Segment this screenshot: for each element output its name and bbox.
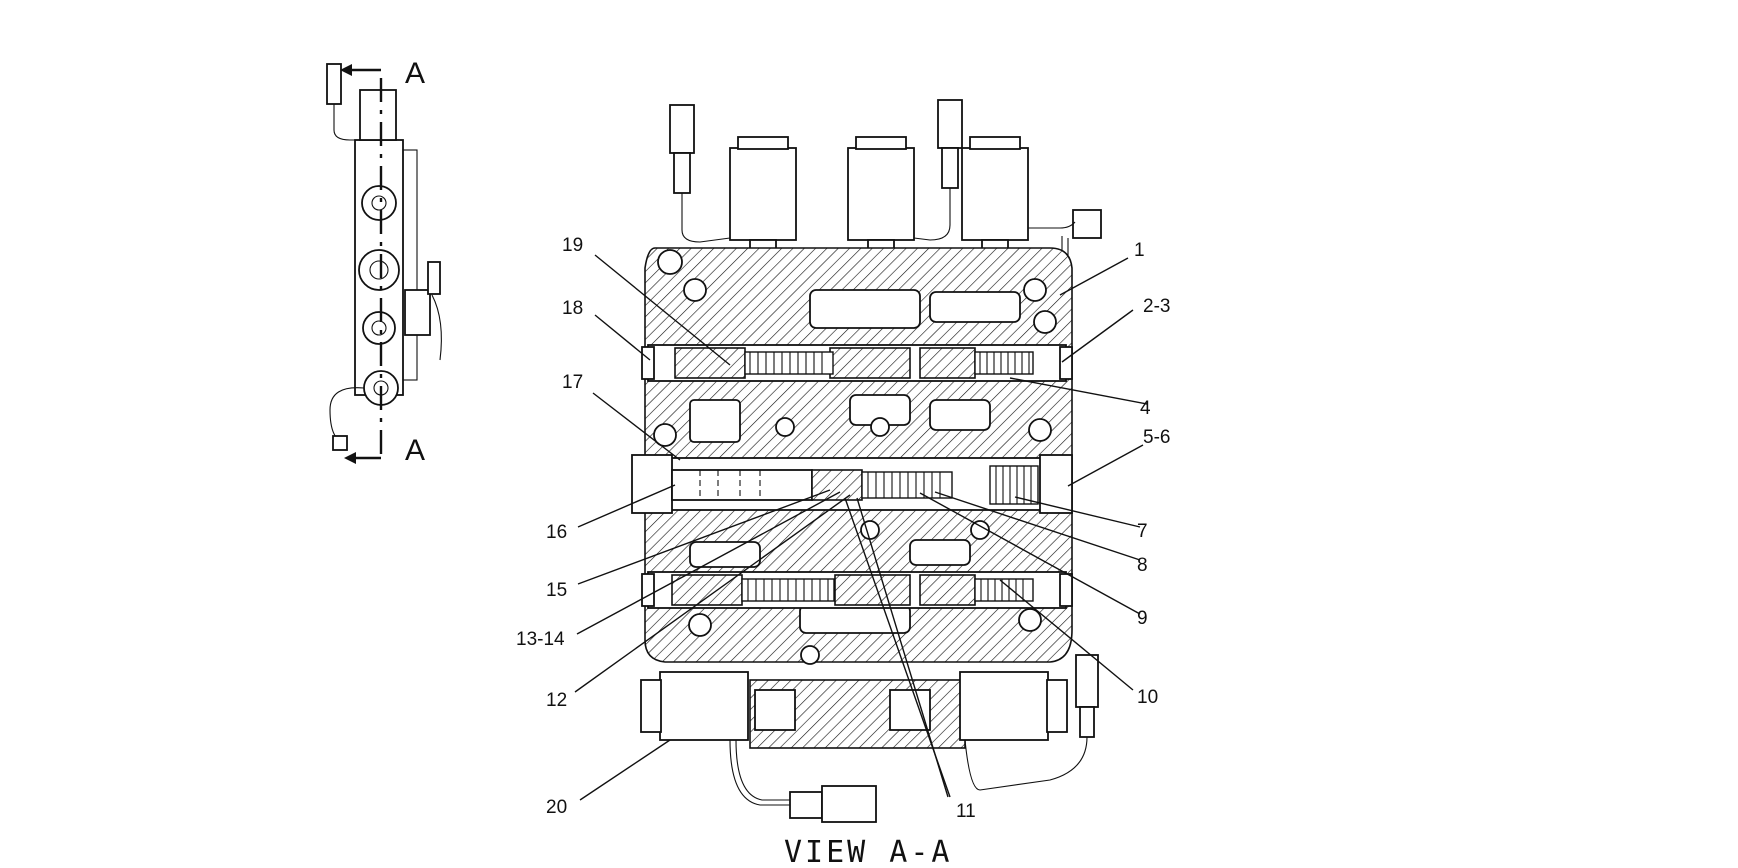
section-mark-top: A [405,57,425,90]
leader-17 [592,392,681,461]
leader-18 [594,314,651,361]
leader-7 [1014,496,1141,528]
leader-15 [577,489,831,585]
side-view-port-3 [362,311,396,345]
callout-11: 11 [956,801,976,822]
middle-spool [811,469,863,501]
leader-11b [856,497,949,798]
side-view-side-connector [427,261,441,295]
top-connector-left [669,104,695,154]
section-arrow-bottom [344,452,356,464]
side-view-port-1 [361,185,397,221]
leader-13-14 [576,491,841,635]
leader-5-6 [1067,444,1144,487]
callout-2-3: 2-3 [1143,296,1170,317]
callout-17: 17 [562,372,583,393]
callout-9: 9 [1137,608,1148,629]
bottom-connector-left [789,791,823,819]
upper-plug-right [1059,346,1073,380]
top-connector-right [1072,209,1102,239]
middle-spring-right [989,465,1039,505]
bottom-solenoids [640,654,1099,823]
side-view-top-wire [333,104,360,141]
callout-13-14: 13-14 [516,629,565,650]
side-view-port-2 [358,249,400,291]
leader-10 [999,579,1134,691]
callout-12: 12 [546,690,567,711]
callout-8: 8 [1137,555,1148,576]
leader-9 [919,492,1141,615]
leader-8 [934,491,1141,561]
callout-10: 10 [1137,687,1158,708]
leader-12 [574,494,851,693]
callout-18: 18 [562,298,583,319]
callout-19: 19 [562,235,583,256]
section-arrow-top [340,64,352,76]
callout-1: 1 [1134,240,1145,261]
callout-20: 20 [546,797,567,818]
side-view-bottom-connector [332,435,348,451]
bottom-solenoid-left [659,671,749,741]
side-view-top-connector [326,63,342,105]
side-view-bottom-wire [329,387,365,444]
middle-end-cap-left [631,454,673,514]
upper-spool-bore [641,344,1073,382]
middle-spool-bore [631,454,1073,514]
internal-passages [653,249,1057,665]
callout-4: 4 [1140,398,1151,419]
leader-16 [577,484,676,528]
side-view: A A [326,57,442,467]
middle-piston [671,469,813,501]
leader-lines [574,254,1148,801]
view-title: VIEW A-A [784,835,953,863]
leader-20 [579,739,671,801]
top-connector-middle [937,99,963,149]
side-view-rib [402,149,418,381]
upper-spring-right [974,351,1034,375]
top-solenoid-1 [729,147,797,241]
top-solenoid-2 [847,147,915,241]
leader-4 [1009,377,1148,405]
side-view-side-solenoid [404,289,431,336]
leader-19 [594,254,731,366]
side-view-top-solenoid [359,89,397,141]
leader-2-3 [1061,309,1134,363]
section-mark-bottom: A [405,434,425,467]
upper-plug-left [641,346,655,380]
top-solenoid-3 [961,147,1029,241]
bottom-solenoid-right [959,671,1049,741]
bottom-connector-right [1075,654,1099,708]
callout-labels: 1 2-3 4 5-6 7 8 9 10 11 12 13-14 15 16 1… [516,235,1170,822]
callout-7: 7 [1137,521,1148,542]
callout-16: 16 [546,522,567,543]
callout-15: 15 [546,580,567,601]
callout-5-6: 5-6 [1143,427,1170,448]
leader-1 [1059,257,1129,296]
section-view-a-a: 1 2-3 4 5-6 7 8 9 10 11 12 13-14 15 16 1… [516,99,1170,868]
lower-spool-bore [641,571,1073,609]
upper-spring-left [744,351,834,375]
